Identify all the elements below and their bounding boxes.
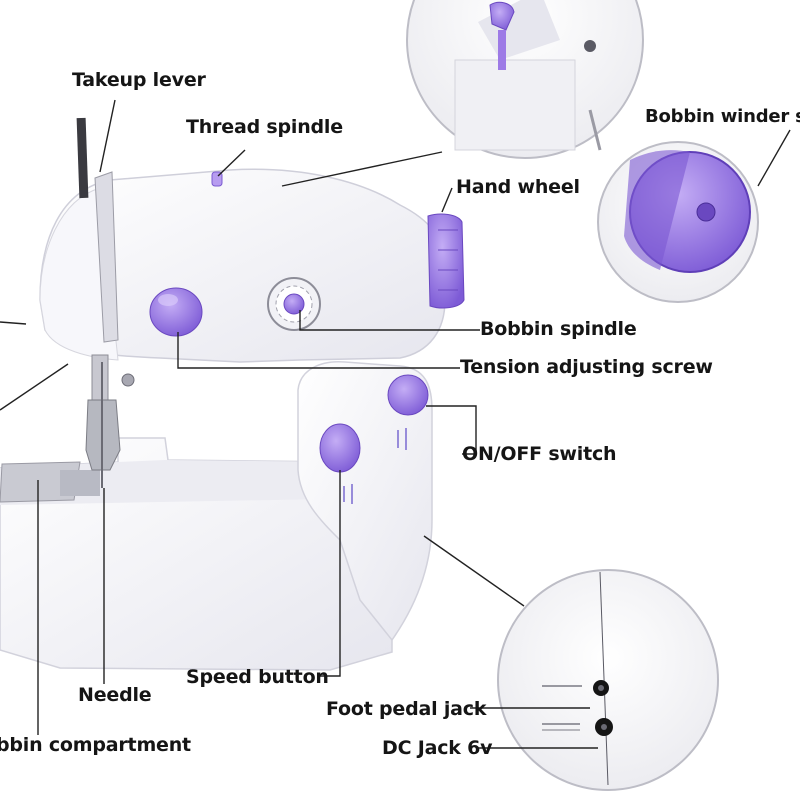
- zoom-rear-jacks: [497, 569, 719, 791]
- label-thread-spindle: Thread spindle: [186, 116, 343, 138]
- leader-tension-screw: [177, 332, 460, 369]
- label-on-off-switch: ON/OFF switch: [462, 443, 617, 465]
- leader-lines: [0, 99, 791, 749]
- leader-thread-spindle: [217, 149, 246, 177]
- leader-left-2: [0, 363, 69, 411]
- leader-bobbin-winder: [757, 129, 791, 187]
- label-bobbin-compartment: bbin compartment: [0, 734, 191, 756]
- leader-on-off-switch: [426, 405, 477, 455]
- leader-bobbin-spindle: [299, 310, 480, 331]
- label-bobbin-spindle: Bobbin spindle: [480, 318, 637, 340]
- label-speed-button: Speed button: [186, 666, 329, 688]
- zoom-top: [406, 0, 644, 159]
- label-dc-jack: DC Jack 6v: [382, 737, 493, 759]
- zoom-bobbin-winder: [597, 141, 759, 303]
- leader-top-zoom: [281, 151, 443, 187]
- label-bobbin-winder: Bobbin winder sp: [645, 106, 800, 127]
- label-tension-screw: Tension adjusting screw: [460, 356, 713, 378]
- label-takeup-lever: Takeup lever: [72, 69, 206, 91]
- label-hand-wheel: Hand wheel: [456, 176, 580, 198]
- machine-body: [0, 117, 465, 671]
- leader-rear-zoom: [423, 535, 525, 607]
- leader-hand-wheel: [441, 187, 453, 213]
- leader-takeup-lever: [99, 99, 116, 173]
- label-needle: Needle: [78, 684, 152, 706]
- leader-left-1: [0, 321, 27, 325]
- label-foot-pedal-jack: Foot pedal jack: [326, 698, 487, 720]
- leader-speed-button: [318, 470, 341, 677]
